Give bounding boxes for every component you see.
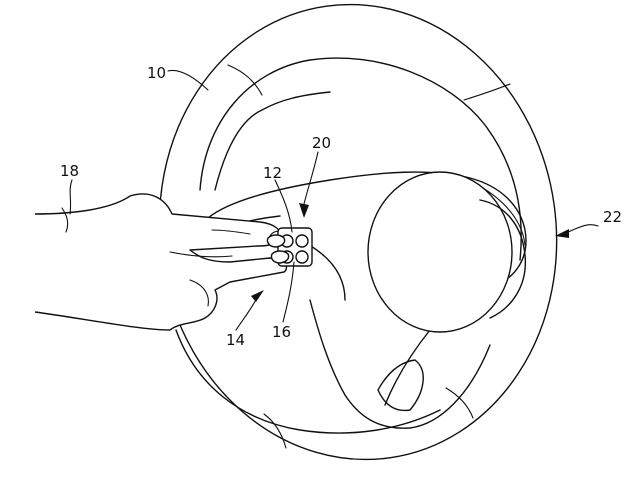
button-upper-right (295, 234, 309, 248)
label-arm: 18 (60, 162, 79, 180)
label-button-upper: 12 (263, 164, 282, 182)
button-lower-right (295, 250, 309, 264)
label-button-unit: 20 (312, 134, 331, 152)
label-rim: 10 (147, 64, 166, 82)
driver-hand (34, 193, 288, 331)
label-wheel: 22 (603, 208, 622, 226)
leader-lines (69, 69, 599, 331)
label-hand-lower: 14 (226, 331, 245, 349)
button-unit (266, 227, 313, 267)
airbag-cover (367, 171, 527, 333)
label-button-lower: 16 (272, 323, 291, 341)
reference-labels: 10 12 14 16 18 20 22 (60, 64, 622, 349)
